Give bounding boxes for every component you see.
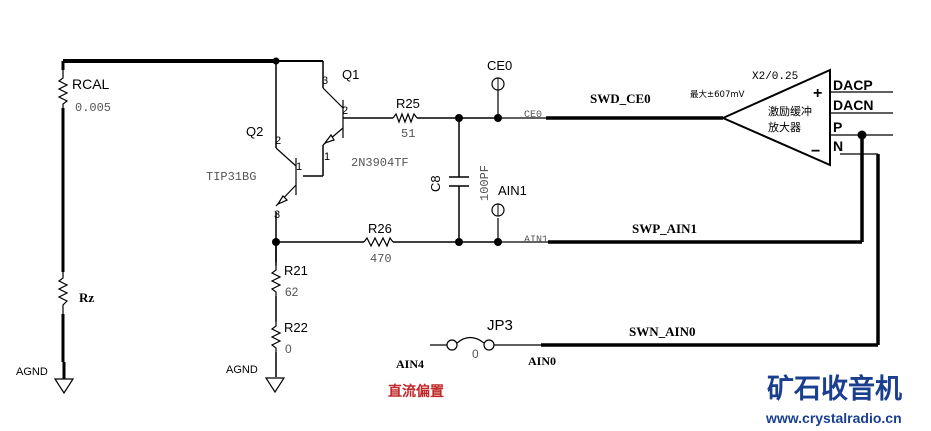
junction-dot — [272, 238, 280, 246]
rz-resistor: Rz — [57, 272, 94, 314]
r21-value: 62 — [285, 285, 299, 299]
junction-dot — [455, 238, 463, 246]
q2-pin-b: 1 — [296, 161, 302, 173]
testpoint-ain1: AIN1 — [491, 183, 527, 217]
ground-icon — [264, 377, 286, 394]
r22-resistor: R22 0 — [270, 320, 308, 356]
rcal-ref: RCAL — [72, 76, 110, 92]
jp3-jumper[interactable]: JP3 0 AIN4 AIN0 — [396, 317, 556, 371]
r21-ref: R21 — [284, 263, 308, 278]
resistor-icon — [392, 112, 418, 124]
q2-pin-c: 2 — [275, 135, 281, 147]
watermark: 矿石收音机 www.crystalradio.cn — [765, 373, 902, 426]
net-ce0: CE0 — [524, 110, 542, 121]
jp3-label: 0 — [472, 347, 479, 361]
watermark-url: www.crystalradio.cn — [765, 410, 902, 426]
amp-pin-dacp: DACP — [833, 77, 873, 93]
testpoint-ce0: CE0 — [487, 58, 512, 91]
rcal-value: 0.005 — [75, 101, 111, 115]
q1-ref: Q1 — [342, 67, 359, 82]
junction-dot — [272, 57, 280, 65]
c8-value: 100PF — [478, 165, 492, 201]
ain1-ref: AIN1 — [498, 183, 527, 198]
net-swp-ain1: SWP_AIN1 — [632, 221, 697, 236]
q1-transistor — [322, 87, 344, 146]
amp-gain: X2/0.25 — [752, 71, 798, 83]
jumper-pin-icon — [446, 339, 458, 351]
r26-ref: R26 — [368, 221, 392, 236]
rcal-resistor: RCAL 0.005 — [57, 70, 111, 115]
c8-capacitor: C8 100PF — [428, 165, 492, 201]
junction-dot — [494, 114, 502, 122]
amp-pin-dacn: DACN — [833, 97, 873, 113]
junction-dots — [272, 57, 867, 246]
amp-name-1: 激励缓冲 — [768, 104, 812, 118]
q2-ref: Q2 — [246, 124, 263, 139]
agnd-label: AGND — [16, 366, 48, 378]
buffer-amplifier: X2/0.25 最大±607mV 激励缓冲 放大器 + − DACP DACN … — [690, 68, 873, 167]
ground-right: AGND — [226, 364, 286, 394]
resistor-icon — [270, 266, 282, 296]
resistor-icon — [57, 272, 69, 314]
r22-ref: R22 — [284, 320, 308, 335]
r25-value: 51 — [401, 127, 415, 141]
dc-bias-label: 直流偏置 — [388, 383, 444, 400]
jumper-pin-icon — [483, 339, 495, 351]
q1-pin-b: 2 — [342, 105, 348, 117]
r25-ref: R25 — [396, 96, 420, 111]
amp-max: 最大±607mV — [690, 89, 745, 100]
resistor-icon — [57, 70, 69, 108]
amp-name-2: 放大器 — [768, 120, 801, 134]
r26-resistor: R26 470 — [363, 221, 394, 266]
junction-dot — [455, 114, 463, 122]
amp-plus: + — [813, 85, 822, 102]
q1-part: 2N3904TF — [351, 156, 409, 170]
resistor-icon — [363, 236, 394, 248]
junction-dot — [494, 238, 502, 246]
amp-minus: − — [811, 143, 820, 160]
r26-value: 470 — [370, 252, 392, 266]
agnd-label-right: AGND — [226, 364, 258, 376]
q1-pin-c: 3 — [322, 75, 328, 87]
r25-resistor: R25 51 — [392, 96, 420, 141]
resistor-icon — [270, 322, 282, 352]
rz-ref: Rz — [79, 290, 94, 305]
net-swn-ain0: SWN_AIN0 — [629, 324, 695, 339]
watermark-title: 矿石收音机 — [767, 373, 902, 404]
ground-left: AGND — [16, 362, 75, 395]
q2-part: TIP31BG — [206, 170, 256, 184]
q2-pin-e: 3 — [274, 209, 280, 221]
ground-icon — [53, 378, 75, 395]
c8-ref: C8 — [428, 175, 443, 192]
opamp-icon — [720, 68, 831, 167]
amp-pin-n: N — [833, 138, 843, 154]
net-ain1: AIN1 — [524, 235, 548, 246]
jp3-right-net: AIN0 — [528, 354, 556, 368]
amp-pin-p: P — [833, 119, 842, 135]
r22-value: 0 — [285, 342, 292, 356]
q1-pin-e: 1 — [324, 151, 330, 163]
junction-dot — [857, 130, 867, 140]
q2-transistor — [275, 147, 297, 207]
net-swd-ce0: SWD_CE0 — [590, 91, 651, 106]
jp3-ref: JP3 — [487, 317, 513, 334]
jp3-left-net: AIN4 — [396, 357, 424, 371]
ce0-ref: CE0 — [487, 58, 512, 73]
r21-resistor: R21 62 — [270, 263, 308, 299]
